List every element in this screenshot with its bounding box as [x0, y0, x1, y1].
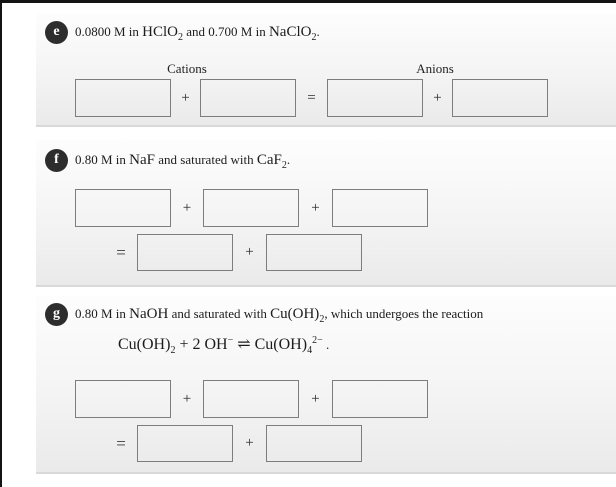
part-f-prompt: 0.80 M in NaF and saturated with CaF2.: [75, 152, 291, 171]
text-segment: 0.0800 M in: [75, 24, 143, 39]
answer-input-e-3[interactable]: [327, 79, 423, 117]
equals-operator: =: [116, 242, 126, 262]
answer-input-g-2[interactable]: [203, 380, 299, 418]
text-segment: CaF: [256, 152, 282, 168]
part-g-badge: g: [45, 303, 68, 326]
answer-input-g-5[interactable]: [266, 425, 362, 462]
text-segment: 2: [170, 345, 176, 356]
part-g-prompt: 0.80 M in NaOH and saturated with Cu(OH)…: [75, 306, 484, 325]
text-segment: ⇌ Cu(OH): [233, 336, 308, 353]
text-segment: .: [316, 24, 320, 39]
reaction-equation: Cu(OH)2 + 2 OH− ⇌ Cu(OH)42− .: [118, 334, 330, 356]
plus-operator: +: [182, 199, 192, 216]
text-segment: 2: [311, 32, 317, 43]
cations-label: Cations: [167, 61, 207, 76]
answer-input-e-1[interactable]: [75, 79, 171, 117]
window-top-edge: [0, 0, 616, 3]
text-segment: 0.80 M in: [75, 152, 130, 167]
question-part-f: f 0.80 M in NaF and saturated with CaF2.…: [36, 140, 616, 287]
text-segment: , which undergoes the reaction: [324, 306, 484, 321]
question-part-e: e 0.0800 M in HClO2 and 0.700 M in NaClO…: [36, 13, 616, 127]
answer-input-g-3[interactable]: [332, 380, 428, 418]
answer-input-f-4[interactable]: [137, 234, 233, 271]
text-segment: NaF: [129, 152, 156, 168]
answer-input-f-5[interactable]: [266, 234, 362, 271]
text-segment: and 0.700 M in: [183, 24, 269, 39]
text-segment: .: [322, 337, 330, 352]
part-g-answer-row-1: + +: [75, 380, 428, 418]
part-e-badge: e: [45, 21, 68, 44]
text-segment: NaOH: [129, 306, 169, 322]
question-list: e 0.0800 M in HClO2 and 0.700 M in NaClO…: [36, 13, 616, 474]
question-part-g: g 0.80 M in NaOH and saturated with Cu(O…: [36, 296, 616, 474]
answer-input-e-4[interactable]: [452, 79, 548, 117]
text-segment: and saturated with: [155, 152, 257, 167]
part-f-badge: f: [45, 149, 68, 172]
answer-input-g-4[interactable]: [137, 425, 233, 462]
part-g-answer-row-2: = +: [105, 425, 362, 462]
plus-operator: +: [433, 89, 442, 106]
text-segment: 0.80 M in: [75, 306, 130, 321]
answer-input-f-1[interactable]: [75, 189, 171, 227]
text-segment: 2: [178, 32, 184, 43]
text-segment: + 2 OH: [175, 336, 228, 353]
text-segment: NaClO: [268, 24, 312, 40]
text-segment: 2: [281, 160, 287, 171]
anions-label: Anions: [416, 61, 454, 76]
part-f-answer-row-2: = +: [105, 234, 362, 271]
text-segment: Cu(OH): [270, 306, 320, 322]
plus-operator: +: [311, 390, 320, 407]
plus-operator: +: [181, 89, 190, 106]
equals-operator: =: [116, 433, 126, 453]
part-g-prompt-row: g 0.80 M in NaOH and saturated with Cu(O…: [45, 303, 483, 326]
text-segment: 4: [307, 345, 313, 356]
plus-operator: +: [311, 199, 320, 216]
plus-operator: +: [245, 435, 254, 451]
plus-operator: +: [182, 390, 192, 407]
text-segment: HClO: [142, 24, 179, 40]
part-e-prompt: 0.0800 M in HClO2 and 0.700 M in NaClO2.: [75, 24, 320, 43]
window-left-edge: [0, 0, 2, 487]
answer-input-e-2[interactable]: [200, 79, 296, 117]
text-segment: Cu(OH): [118, 336, 171, 353]
text-segment: −: [227, 335, 234, 346]
part-f-prompt-row: f 0.80 M in NaF and saturated with CaF2.: [45, 149, 290, 172]
plus-operator: +: [245, 244, 254, 260]
text-segment: .: [286, 152, 291, 167]
part-f-answer-row-1: + +: [75, 189, 428, 227]
part-e-prompt-row: e 0.0800 M in HClO2 and 0.700 M in NaClO…: [45, 21, 320, 44]
answer-input-g-1[interactable]: [75, 380, 171, 418]
equals-operator: =: [307, 89, 316, 106]
text-segment: 2: [319, 314, 325, 325]
text-segment: and saturated with: [168, 306, 271, 321]
answer-input-f-2[interactable]: [203, 189, 299, 227]
part-e-answer-row: + = +: [75, 79, 548, 117]
answer-input-f-3[interactable]: [332, 189, 428, 227]
text-segment: 2−: [312, 335, 323, 346]
